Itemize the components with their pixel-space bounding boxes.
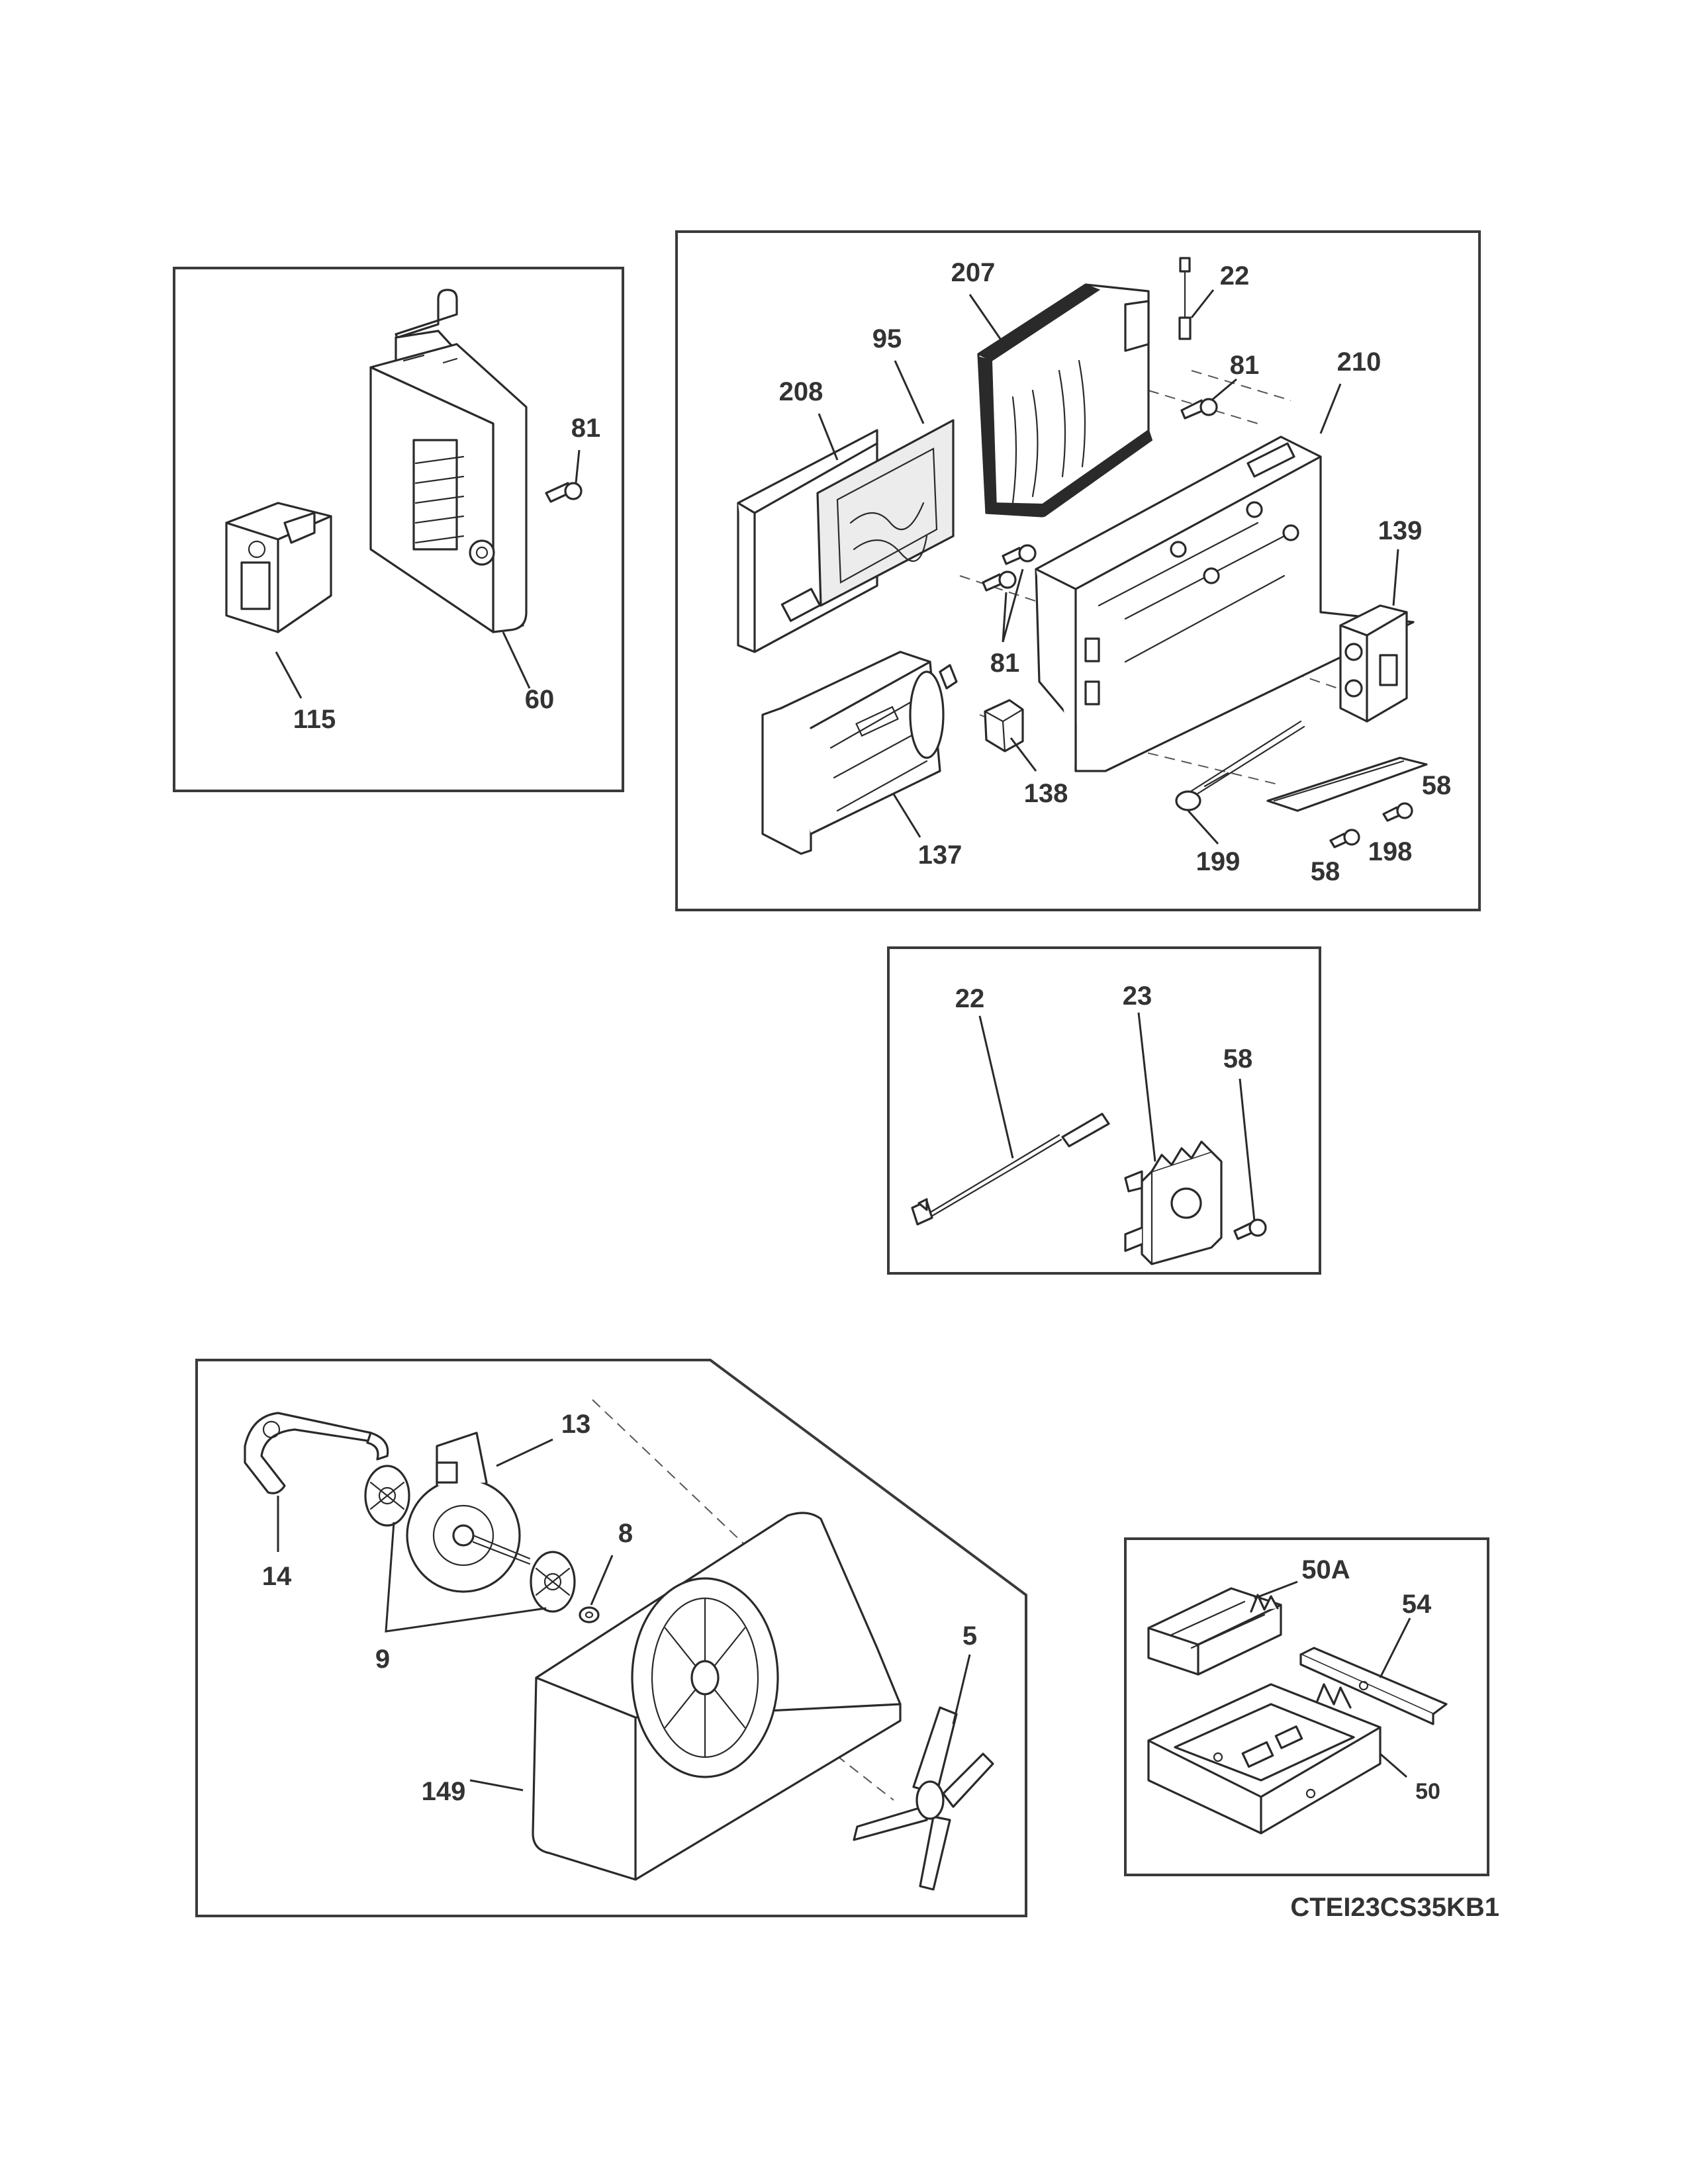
panel-fan-assembly: 14 13 8 9 5 149 bbox=[195, 1359, 1027, 1917]
callout-50A: 50A bbox=[1301, 1555, 1350, 1584]
panel-border-2 bbox=[675, 230, 1481, 911]
panel-border-5 bbox=[1124, 1537, 1489, 1876]
part-22-thermistor bbox=[911, 1113, 1110, 1226]
callout-207: 207 bbox=[951, 258, 996, 287]
callout-137: 137 bbox=[918, 841, 962, 870]
callout-23: 23 bbox=[1123, 981, 1152, 1011]
callout-14: 14 bbox=[262, 1562, 292, 1591]
callout-13: 13 bbox=[561, 1410, 591, 1439]
panel-control-board: 50A 54 50 bbox=[1124, 1537, 1489, 1876]
screw-81-top bbox=[1180, 398, 1218, 420]
callout-95: 95 bbox=[872, 324, 902, 353]
part-8-washer bbox=[579, 1606, 600, 1623]
panel-border-4 bbox=[195, 1359, 1027, 1917]
callout-54: 54 bbox=[1402, 1590, 1432, 1619]
part-23-cover bbox=[1124, 1140, 1223, 1265]
part-137-motor bbox=[761, 651, 958, 855]
part-149-fan-shroud bbox=[532, 1512, 902, 1881]
panel-border-1 bbox=[173, 267, 624, 792]
part-60-housing bbox=[369, 289, 528, 633]
part-5-fan-blade bbox=[853, 1706, 994, 1891]
part-115-actuator bbox=[225, 502, 332, 633]
screw-81-panel1 bbox=[545, 482, 583, 503]
part-9-wheels bbox=[364, 1465, 576, 1613]
callout-199: 199 bbox=[1196, 847, 1241, 876]
part-54-bracket bbox=[1299, 1647, 1448, 1725]
panel-ice-maker-assembly: 208 95 207 22 81 210 139 81 138 137 199 … bbox=[675, 230, 1481, 911]
callout-8: 8 bbox=[618, 1519, 633, 1548]
part-138-clip bbox=[984, 699, 1024, 752]
callout-81-top: 81 bbox=[1230, 351, 1260, 380]
callout-9: 9 bbox=[375, 1645, 390, 1674]
part-22-probe-panel2 bbox=[1178, 257, 1192, 340]
callout-198: 198 bbox=[1368, 837, 1413, 866]
screw-58-lower bbox=[1329, 829, 1360, 848]
callout-58-lower: 58 bbox=[1311, 857, 1340, 886]
callout-58-panel3: 58 bbox=[1223, 1044, 1253, 1073]
part-199-rod bbox=[1175, 720, 1305, 811]
part-207-frame bbox=[976, 283, 1153, 518]
part-198-plate bbox=[1266, 756, 1428, 812]
panel-thermistor-cover: 22 23 58 bbox=[887, 946, 1321, 1275]
callout-138: 138 bbox=[1024, 779, 1068, 808]
callout-115: 115 bbox=[293, 705, 336, 734]
callout-210: 210 bbox=[1337, 347, 1382, 377]
callout-208: 208 bbox=[779, 377, 823, 406]
part-210-base bbox=[1035, 435, 1415, 772]
screw-58-panel3 bbox=[1233, 1218, 1267, 1240]
screws-81-pair bbox=[982, 544, 1037, 592]
callout-50: 50 bbox=[1415, 1779, 1440, 1804]
screw-58-right bbox=[1382, 802, 1413, 822]
panel-actuator-housing: 115 60 81 bbox=[173, 267, 624, 792]
callout-58-right: 58 bbox=[1422, 771, 1452, 800]
callout-22-panel2: 22 bbox=[1220, 261, 1250, 291]
callout-81-pair: 81 bbox=[990, 649, 1020, 678]
callout-60: 60 bbox=[525, 685, 555, 714]
callout-81-panel1: 81 bbox=[571, 414, 601, 443]
callout-149: 149 bbox=[422, 1777, 466, 1806]
part-50-board-tray bbox=[1147, 1683, 1382, 1835]
part-139-sensor-block bbox=[1339, 604, 1408, 723]
callout-22-panel3: 22 bbox=[955, 984, 985, 1013]
model-code-label: CTEI23CS35KB1 bbox=[1290, 1893, 1499, 1922]
part-95-filter bbox=[816, 419, 955, 607]
part-50A-board-cover bbox=[1147, 1587, 1282, 1676]
callout-5: 5 bbox=[962, 1621, 977, 1651]
part-14-bracket bbox=[244, 1412, 389, 1494]
part-13-motor bbox=[406, 1432, 531, 1593]
panel-border-3 bbox=[887, 946, 1321, 1275]
callout-139: 139 bbox=[1378, 516, 1423, 545]
